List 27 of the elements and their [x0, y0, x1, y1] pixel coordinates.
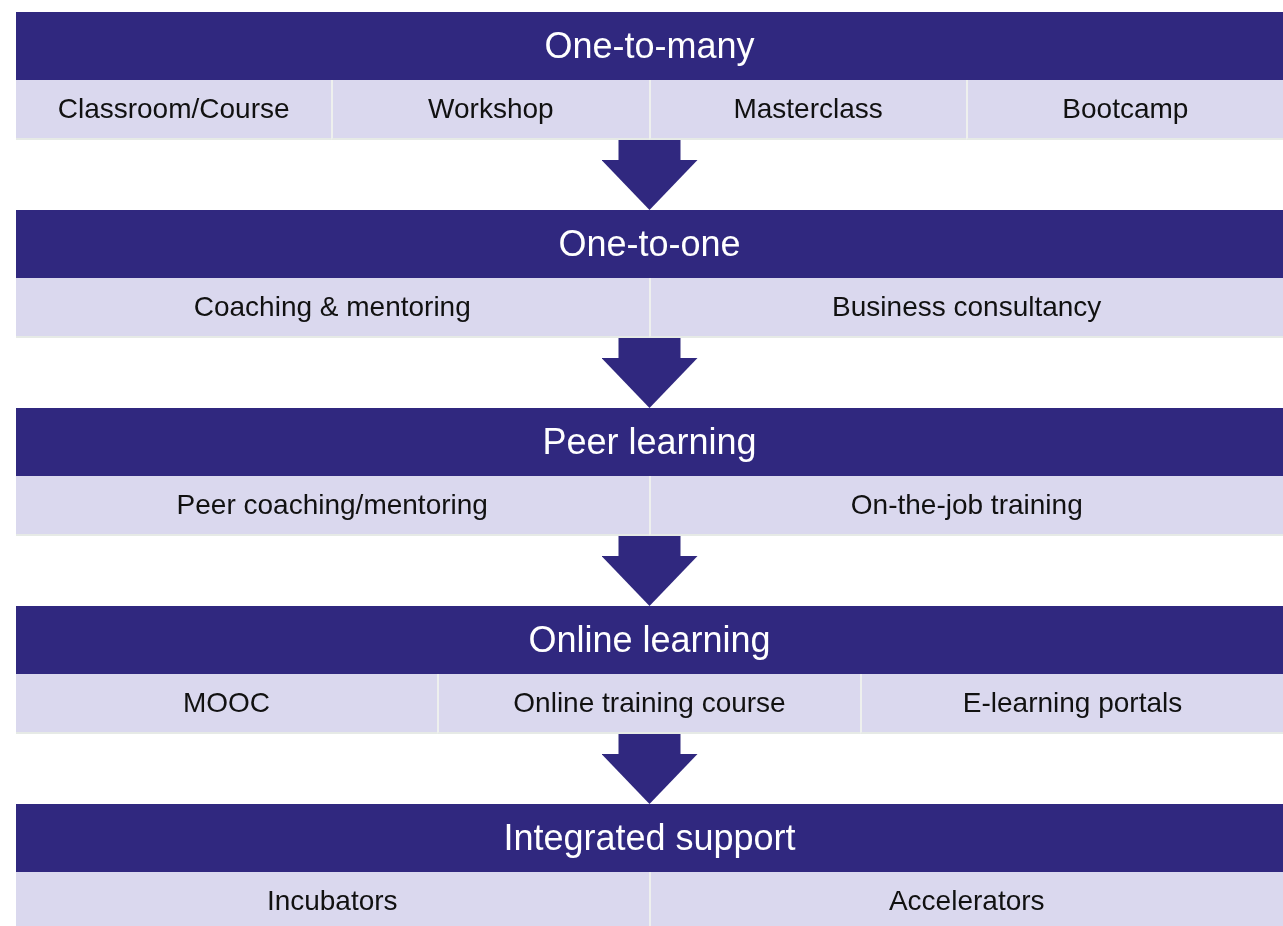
method-cell: Masterclass: [648, 80, 966, 140]
category-title: One-to-many: [544, 26, 755, 66]
category-band: [16, 12, 1283, 140]
down-arrow: [601, 140, 698, 210]
category-title: Integrated support: [503, 818, 796, 858]
method-cell: Business consultancy: [648, 278, 1283, 338]
method-cell: E-learning portals: [860, 674, 1283, 734]
category-title: One-to-one: [558, 224, 741, 264]
method-cell: Bootcamp: [965, 80, 1283, 140]
method-cell: Incubators: [16, 872, 649, 926]
down-arrow: [601, 338, 698, 408]
method-cell: Coaching & mentoring: [16, 278, 649, 338]
method-cell: MOOC: [16, 674, 437, 734]
method-cell: Classroom/Course: [16, 80, 332, 140]
category-title: Online learning: [528, 620, 771, 660]
method-cell: On-the-job training: [648, 476, 1283, 536]
category-band: [16, 210, 1283, 338]
category-band: [16, 408, 1283, 536]
down-arrow: [601, 734, 698, 804]
method-cell: Accelerators: [648, 872, 1283, 926]
category-band: [16, 804, 1283, 926]
method-cell: Peer coaching/mentoring: [16, 476, 649, 536]
category-band: [16, 606, 1283, 734]
down-arrow: [601, 536, 698, 606]
category-title: Peer learning: [542, 422, 757, 462]
method-cell: Workshop: [331, 80, 649, 140]
method-cell: Online training course: [437, 674, 860, 734]
